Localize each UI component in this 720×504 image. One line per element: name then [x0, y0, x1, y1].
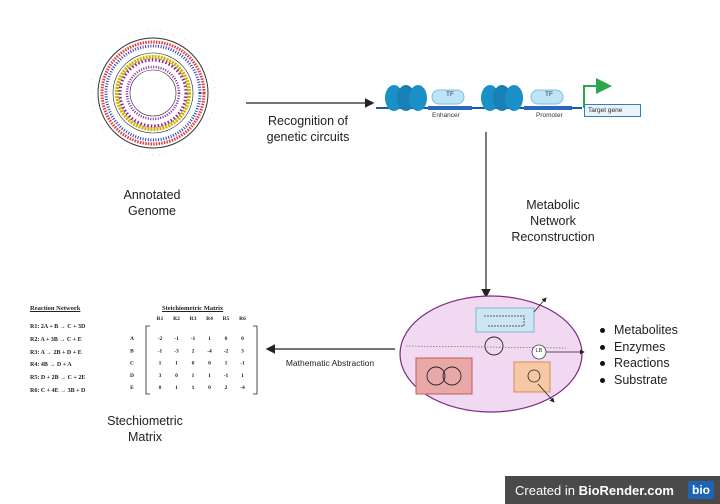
- compartment-red: [415, 357, 473, 395]
- matrix-cell: 0: [208, 385, 211, 391]
- matrix-cell: 3: [159, 373, 162, 379]
- matrix-cell: 0: [241, 336, 244, 342]
- matrix-column-header: R1: [157, 316, 164, 322]
- tf-box-2: [530, 89, 564, 105]
- matrix-cell: 1: [208, 373, 211, 379]
- matrix-cell: 1: [175, 361, 178, 367]
- matrix-cell: -2: [224, 348, 229, 354]
- annotated-genome-label: Annotated Genome: [123, 188, 181, 218]
- matrix-cell: 2: [225, 385, 228, 391]
- matrix-cell: -1: [191, 336, 196, 342]
- matrix-column-header: R5: [223, 316, 230, 322]
- matrix-row-label: B: [130, 348, 134, 354]
- tf-box-1: [431, 89, 465, 105]
- matrix-cell: 1: [175, 385, 178, 391]
- reaction-list: R1: 2A + B → C + 3D R2: A + 3B → C + E R…: [30, 321, 85, 398]
- matrix-cell: 1: [241, 373, 244, 379]
- matrix-cell: 0: [225, 336, 228, 342]
- matrix-cell: -4: [240, 385, 245, 391]
- cell-graphic: [399, 295, 585, 413]
- promoter-label: Promoter: [536, 112, 563, 119]
- matrix-cell: 0: [192, 361, 195, 367]
- matrix-cell: 1: [192, 373, 195, 379]
- math-abstraction-label: Mathematic Abstraction: [285, 358, 375, 368]
- matrix-row-label: E: [130, 385, 134, 391]
- compartment-orange: [513, 361, 551, 393]
- genetic-circuit-graphic: [376, 78, 612, 111]
- bullet-item: Substrate: [598, 372, 678, 389]
- matrix-row-label: C: [130, 361, 134, 367]
- badge-text: Created in BioRender.com: [505, 483, 674, 498]
- biorender-badge[interactable]: Created in BioRender.com bio: [505, 476, 720, 504]
- nucleosome-group-2: [481, 85, 523, 111]
- stoichiometric-matrix-title: Steichiometric Matrix: [162, 305, 224, 312]
- matrix-cell: 0: [159, 385, 162, 391]
- matrix-row-label: D: [130, 373, 134, 379]
- matrix-column-header: R4: [206, 316, 213, 322]
- bullet-item: Enzymes: [598, 339, 678, 356]
- matrix-cell: 3: [241, 348, 244, 354]
- tf-label-2: TF: [545, 91, 553, 98]
- recognition-label: Recognition of genetic circuits: [266, 114, 350, 144]
- reaction-item: R5: D + 2B → C + 2E: [30, 375, 86, 382]
- reaction-item: R1: 2A + B → C + 3D: [30, 324, 86, 330]
- reaction-network-title: Reaction Network: [30, 305, 81, 312]
- matrix-cell: -2: [158, 336, 163, 342]
- badge-brand: BioRender.com: [578, 482, 674, 498]
- reaction-item: R3: A → 2B + D + E: [30, 349, 82, 356]
- matrix-column-header: R3: [190, 316, 197, 322]
- matrix-left-bracket: [145, 325, 150, 395]
- badge-prefix: Created in: [515, 482, 579, 498]
- nucleosome-group-1: [385, 85, 427, 111]
- reaction-item: R4: 4B → D + A: [30, 362, 72, 369]
- matrix-cell: 0: [208, 361, 211, 367]
- matrix-cell: 0: [175, 373, 178, 379]
- matrix-cell: 1: [208, 336, 211, 342]
- target-gene-box: Target gene: [584, 104, 641, 117]
- matrix-row-label: A: [130, 336, 134, 342]
- matrix-cell: -1: [158, 348, 163, 354]
- enhancer-label: Enhancer: [432, 112, 460, 119]
- matrix-cell: 1: [192, 385, 195, 391]
- matrix-column-header: R2: [173, 316, 180, 322]
- matrix-cell: -1: [174, 336, 179, 342]
- matrix-cell: 2: [192, 348, 195, 354]
- genome-map-graphic: [90, 30, 216, 156]
- matrix-column-header: R6: [239, 316, 246, 322]
- metabolic-network-label: Metabolic Network Reconstruction: [511, 198, 595, 244]
- matrix-cell: -1: [240, 361, 245, 367]
- matrix-cell: -1: [224, 373, 229, 379]
- bullet-item: Metabolites: [598, 322, 678, 339]
- matrix-cell: -4: [207, 348, 212, 354]
- network-components-list: Metabolites Enzymes Reactions Substrate: [598, 322, 678, 388]
- biorender-logo-icon: bio: [688, 481, 714, 499]
- lb-label: LB: [535, 348, 543, 354]
- matrix-right-bracket: [253, 325, 258, 395]
- reaction-item: R2: A + 3B → C + E: [30, 336, 82, 343]
- compartment-blue: [475, 307, 535, 333]
- tf-label-1: TF: [446, 91, 454, 98]
- bullet-item: Reactions: [598, 355, 678, 372]
- matrix-cell: 1: [159, 361, 162, 367]
- matrix-cell: 1: [225, 361, 228, 367]
- matrix-cell: -3: [174, 348, 179, 354]
- lb-node: [531, 344, 547, 360]
- stechiometric-matrix-label: Stechiometric Matrix: [107, 414, 183, 444]
- reaction-item: R6: C + 4E → 3B + D: [30, 387, 86, 394]
